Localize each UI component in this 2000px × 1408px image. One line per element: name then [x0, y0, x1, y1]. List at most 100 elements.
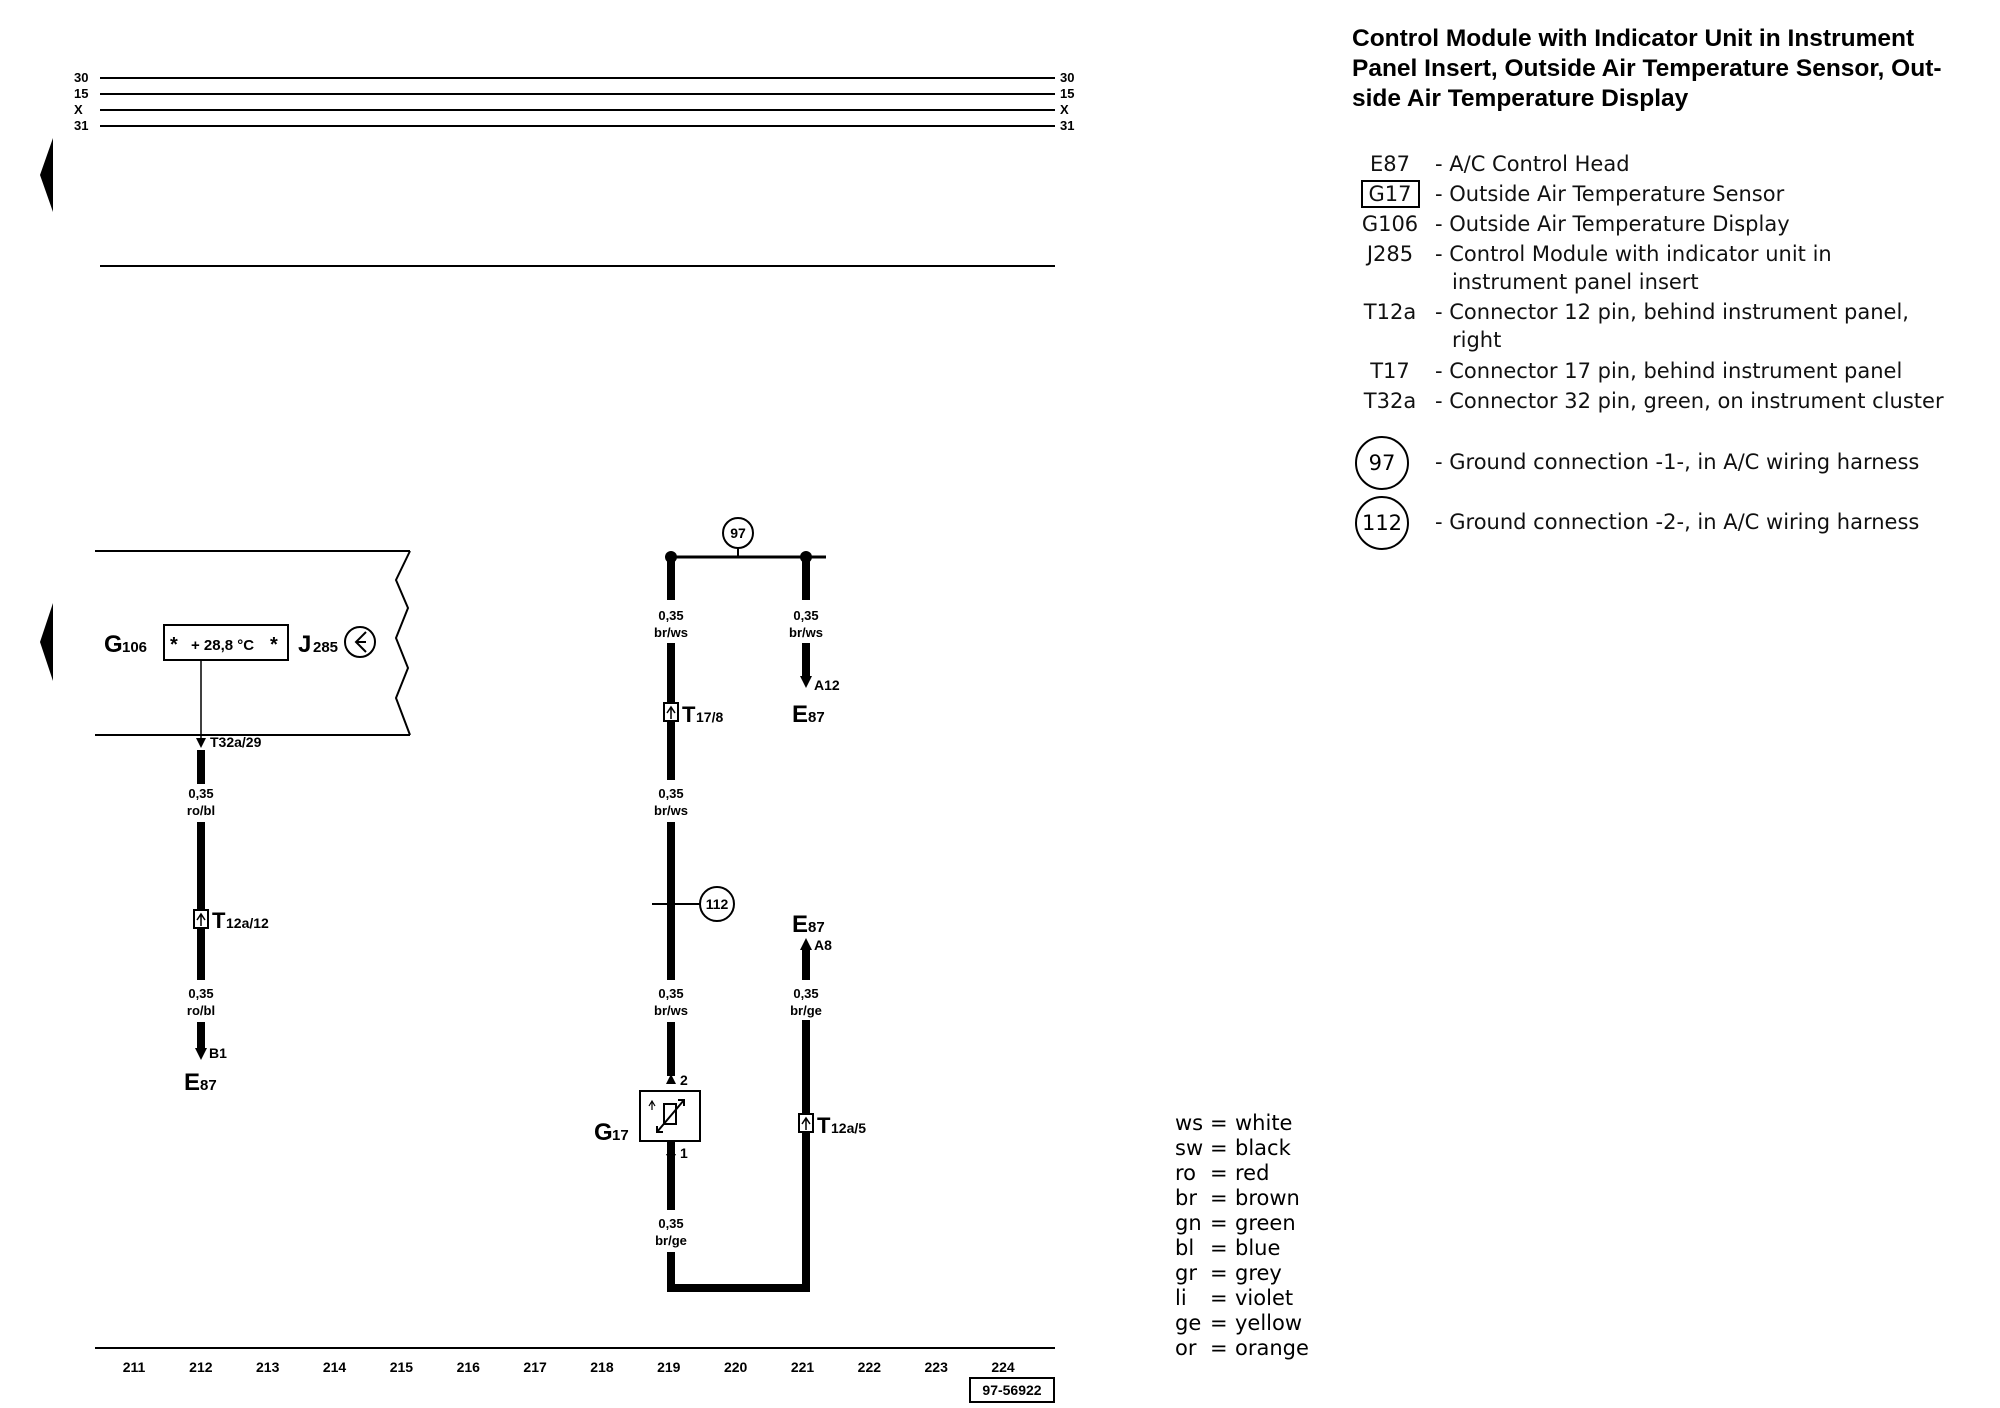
- legend-ground-112-icon: 112: [1355, 496, 1409, 550]
- title-line-1: Control Module with Indicator Unit in In…: [1352, 25, 1915, 52]
- wire-color-212b: ro/bl: [187, 1003, 215, 1018]
- bus-lines: [100, 77, 1055, 127]
- track-number: 214: [323, 1359, 347, 1375]
- color-equals: =: [1210, 1286, 1228, 1310]
- track-number: 223: [925, 1359, 949, 1375]
- svg-text:T: T: [682, 702, 696, 727]
- track-number: 211: [123, 1359, 146, 1375]
- color-name: orange: [1235, 1336, 1309, 1360]
- svg-text:87: 87: [808, 709, 825, 726]
- pin-a12: A12: [814, 677, 840, 693]
- svg-text:12a/12: 12a/12: [226, 915, 269, 931]
- legend-code-j285: J285: [1366, 242, 1414, 266]
- connector-t32a-29: T32a/29: [210, 734, 262, 750]
- track-number: 221: [791, 1359, 815, 1375]
- color-abbr: gr: [1175, 1261, 1197, 1285]
- wire-gauge-219c: 0,35: [658, 986, 683, 1001]
- legend-desc-t17: - Connector 17 pin, behind instrument pa…: [1435, 359, 1903, 383]
- title-line-2: Panel Insert, Outside Air Temperature Se…: [1352, 55, 1942, 82]
- legend-ground-97-desc: - Ground connection -1-, in A/C wiring h…: [1435, 450, 1920, 474]
- legend-code-g106: G106: [1361, 212, 1419, 236]
- legend-desc-t32a: - Connector 32 pin, green, on instrument…: [1435, 389, 1944, 413]
- g106-label: G 106: [104, 631, 147, 658]
- svg-text:285: 285: [313, 639, 338, 656]
- track-number: 224: [991, 1359, 1015, 1375]
- diagram-title: Control Module with Indicator Unit in In…: [1352, 24, 1992, 114]
- wire-color-221a: br/ws: [789, 625, 823, 640]
- ground-97-symbol: [722, 517, 754, 549]
- ground-97-label: 97: [730, 525, 746, 541]
- svg-text:87: 87: [808, 919, 825, 936]
- bus-label-15-left: 15: [74, 86, 88, 101]
- e87-label-212: E 87: [184, 1069, 217, 1096]
- color-name: black: [1235, 1136, 1291, 1160]
- wire-color-219a: br/ws: [654, 625, 688, 640]
- pin-arrow-2: [666, 1074, 676, 1084]
- track-number: 220: [724, 1359, 748, 1375]
- connector-t12a-12: T 12a/12: [212, 908, 269, 933]
- color-name: blue: [1235, 1236, 1281, 1260]
- color-equals: =: [1210, 1186, 1228, 1210]
- color-abbr: ge: [1175, 1311, 1202, 1335]
- track-number: 222: [858, 1359, 882, 1375]
- wire-gauge-221b: 0,35: [793, 986, 818, 1001]
- color-abbr: or: [1175, 1336, 1197, 1360]
- ground-112-symbol: [699, 886, 735, 922]
- svg-text:T: T: [212, 908, 226, 933]
- temperature-sensor-icon: [648, 1099, 685, 1133]
- wire-color-219d: br/ge: [655, 1233, 687, 1248]
- color-abbr: br: [1175, 1186, 1197, 1210]
- svg-text:J: J: [298, 631, 311, 658]
- svg-text:G: G: [594, 1119, 613, 1146]
- legend-desc-j285-cont: instrument panel insert: [1452, 270, 1699, 294]
- legend-desc-j285: - Control Module with indicator unit in: [1435, 242, 1832, 266]
- color-name: brown: [1235, 1186, 1300, 1210]
- svg-text:12a/5: 12a/5: [831, 1120, 866, 1136]
- temperature-display-box: [163, 624, 289, 661]
- instrument-cluster-panel: [95, 550, 411, 736]
- pin-arrow-a12: [800, 676, 812, 688]
- color-abbr: gn: [1175, 1211, 1202, 1235]
- color-name: violet: [1235, 1286, 1294, 1310]
- connector-arrow-t32a-29: [196, 738, 206, 748]
- page-marker-middle: [40, 603, 53, 681]
- svg-text:E: E: [792, 911, 808, 938]
- color-name: red: [1235, 1161, 1270, 1185]
- wire-gauge-219a: 0,35: [658, 608, 683, 623]
- pin-2: 2: [680, 1072, 688, 1088]
- svg-text:E: E: [792, 701, 808, 728]
- color-name: green: [1235, 1211, 1296, 1235]
- connector-icon-t12a-5: [798, 1113, 814, 1133]
- e87-label-221-top: E 87: [792, 701, 825, 728]
- connector-icon-t12a-12: [193, 909, 209, 929]
- track-number: 218: [590, 1359, 614, 1375]
- track-number: 215: [390, 1359, 414, 1375]
- svg-text:T: T: [817, 1113, 831, 1138]
- legend-code-t17: T17: [1370, 359, 1410, 383]
- bus-label-30-right: 30: [1060, 70, 1074, 85]
- bus-label-31-right: 31: [1060, 118, 1074, 133]
- pin-arrow-a8: [800, 938, 812, 950]
- legend-desc-g106: - Outside Air Temperature Display: [1435, 212, 1790, 236]
- color-abbr: li: [1175, 1286, 1187, 1310]
- display-star-right: *: [270, 634, 278, 656]
- color-abbr: sw: [1175, 1136, 1204, 1160]
- display-star-left: *: [170, 634, 178, 656]
- wire-gauge-212a: 0,35: [188, 786, 213, 801]
- color-name: grey: [1235, 1261, 1282, 1285]
- bus-label-31-left: 31: [74, 118, 88, 133]
- color-equals: =: [1210, 1161, 1228, 1185]
- track-number: 216: [457, 1359, 481, 1375]
- wire-color-219b: br/ws: [654, 803, 688, 818]
- diagram-id: 97-56922: [982, 1382, 1041, 1398]
- legend-desc-t12a: - Connector 12 pin, behind instrument pa…: [1435, 300, 1909, 324]
- wire-return-loop: [667, 1020, 810, 1292]
- color-equals: =: [1210, 1311, 1228, 1335]
- color-abbr: bl: [1175, 1236, 1195, 1260]
- legend-code-t32a: T32a: [1363, 389, 1417, 413]
- connector-icon-t17-8: [663, 702, 679, 722]
- svg-text:106: 106: [122, 639, 147, 656]
- color-name: white: [1235, 1111, 1293, 1135]
